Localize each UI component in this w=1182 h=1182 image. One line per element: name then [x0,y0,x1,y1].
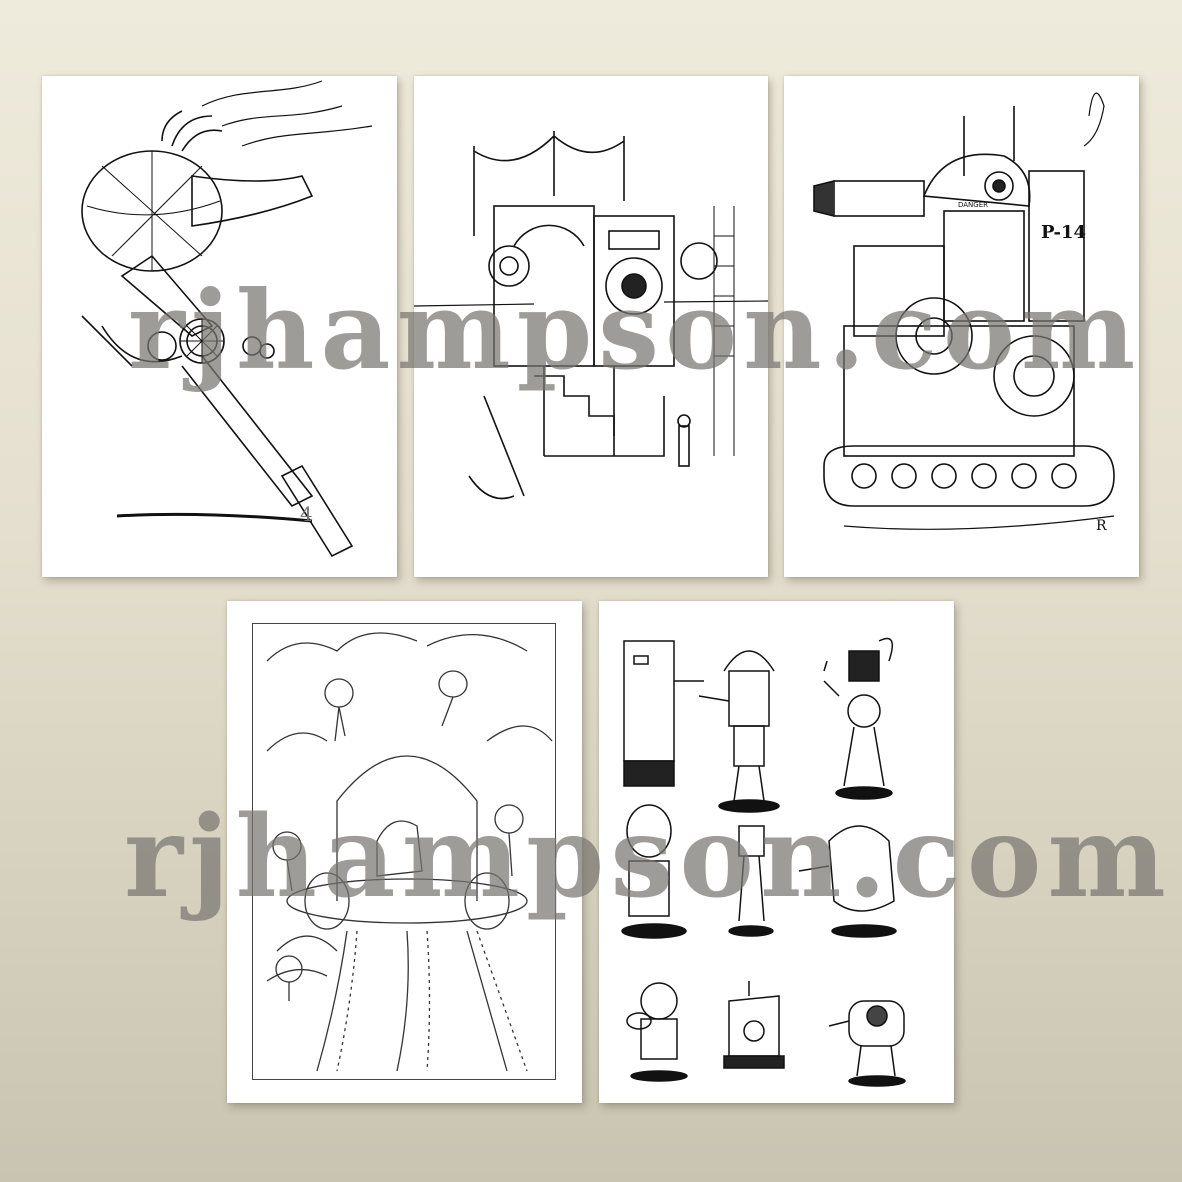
robot-6 [798,825,897,938]
signature-label: R [1096,518,1107,534]
flying-saucer-illustration [266,632,553,1072]
airship-illustration: 4 [81,80,373,558]
robot-3 [823,637,894,800]
robot-1 [623,640,704,787]
robot-4 [621,804,687,939]
robot-8 [723,981,785,1069]
tank-illustration: DANGER P-14 R [813,92,1115,534]
robots-illustration [621,637,906,1087]
tower-label: P-14 [1041,222,1086,243]
card-machine-house [414,76,768,577]
card-robots [599,601,954,1103]
fin-number-label: 4 [300,502,313,526]
card-tank: DANGER P-14 R [784,76,1139,577]
danger-label: DANGER [958,201,988,209]
card-flying-saucer [227,601,582,1103]
card-airship: 4 [42,76,397,577]
inner-frame [252,623,556,1080]
robot-2 [698,650,780,813]
robot-9 [828,1000,906,1087]
robot-7 [626,982,688,1082]
robot-5 [728,825,774,937]
machine-house-illustration [414,131,768,500]
